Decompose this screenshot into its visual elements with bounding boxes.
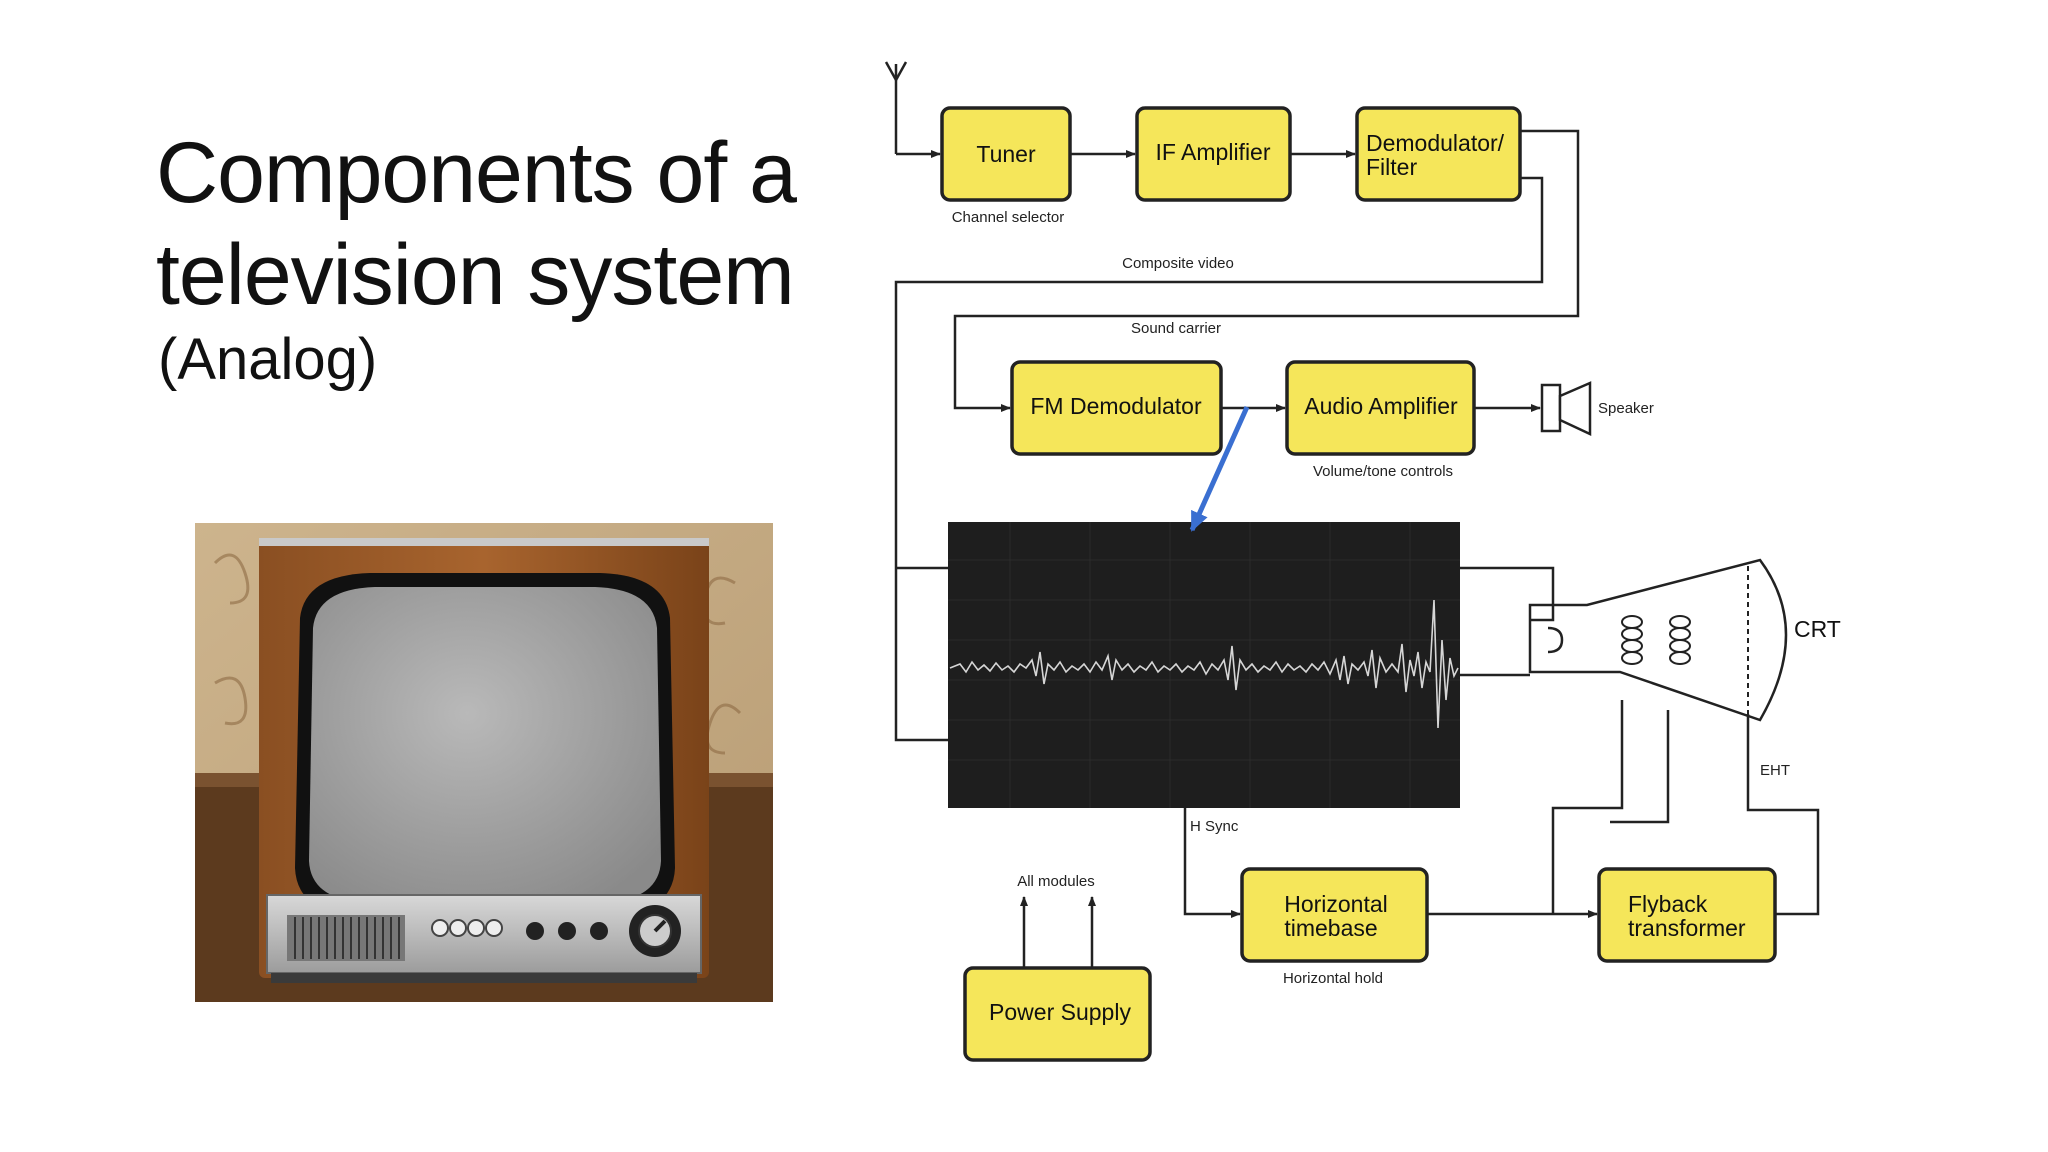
demodulator-filter-block: Demodulator/ Filter (1355, 106, 1522, 202)
crt-label: CRT (1794, 616, 1841, 642)
television-photo (195, 523, 773, 1002)
flyback-transformer-block: Flyback transformer (1597, 867, 1777, 963)
composite-video-label: Composite video (1122, 255, 1234, 272)
eht-label: EHT (1760, 762, 1790, 779)
fm-demodulator-block: FM Demodulator (1010, 360, 1223, 456)
slide-subtitle: (Analog) (158, 327, 378, 392)
crt-icon (1528, 558, 1788, 722)
demodulator-label-line1: Demodulator/ (1366, 130, 1505, 156)
flyback-label-line2: transformer (1628, 915, 1746, 941)
audio-waveform-panel (948, 522, 1460, 808)
speaker-icon (1540, 381, 1592, 436)
flyback-label-line1: Flyback (1628, 891, 1708, 917)
demodulator-label-line2: Filter (1366, 154, 1417, 180)
slide-title: Components of a television system (156, 122, 797, 326)
horizontal-hold-label: Horizontal hold (1283, 970, 1383, 987)
power-supply-block: Power Supply (963, 966, 1152, 1062)
sound-carrier-label: Sound carrier (1131, 320, 1221, 337)
channel-selector-label: Channel selector (952, 209, 1065, 226)
h-sync-label: H Sync (1190, 818, 1239, 835)
title-line-1: Components of a (156, 125, 797, 221)
antenna-icon (884, 61, 908, 154)
if-amplifier-block: IF Amplifier (1135, 106, 1292, 202)
horizontal-timebase-block: Horizontal timebase (1240, 867, 1429, 963)
horizontal-timebase-label-line2: timebase (1284, 915, 1377, 941)
title-line-2: television system (156, 227, 795, 323)
waveform-trace (949, 599, 1459, 729)
power-supply-label: Power Supply (989, 999, 1131, 1025)
horizontal-timebase-label-line1: Horizontal (1284, 891, 1388, 917)
volume-tone-label: Volume/tone controls (1313, 463, 1453, 480)
audio-amplifier-block: Audio Amplifier (1285, 360, 1476, 456)
all-modules-label: All modules (1017, 873, 1095, 890)
if-amplifier-label: IF Amplifier (1155, 139, 1270, 165)
tuner-label: Tuner (976, 141, 1036, 167)
speaker-label: Speaker (1598, 400, 1654, 417)
annotation-arrow (1189, 405, 1250, 532)
tuner-block: Tuner (940, 106, 1072, 202)
audio-amplifier-label: Audio Amplifier (1304, 393, 1458, 419)
fm-demodulator-label: FM Demodulator (1030, 393, 1202, 419)
